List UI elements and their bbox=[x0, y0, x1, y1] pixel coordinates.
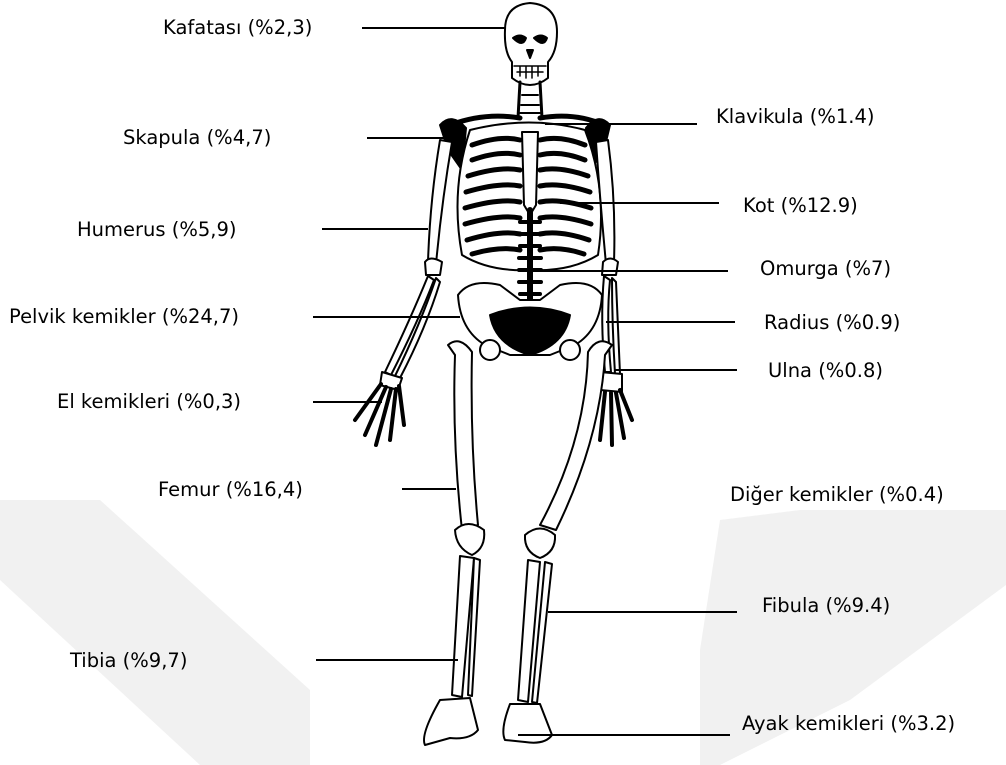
label-el: El kemikleri (%0,3) bbox=[57, 390, 241, 413]
label-ulna: Ulna (%0.8) bbox=[768, 359, 883, 382]
skull bbox=[505, 3, 557, 85]
label-femur: Femur (%16,4) bbox=[158, 478, 303, 501]
label-humerus: Humerus (%5,9) bbox=[77, 218, 237, 241]
label-ayak: Ayak kemikleri (%3.2) bbox=[742, 712, 955, 735]
label-kot: Kot (%12.9) bbox=[743, 194, 858, 217]
label-tibia: Tibia (%9,7) bbox=[69, 649, 187, 672]
label-omurga: Omurga (%7) bbox=[760, 257, 891, 280]
label-diger: Diğer kemikler (%0.4) bbox=[730, 483, 944, 506]
label-kafatasi: Kafatası (%2,3) bbox=[163, 16, 312, 39]
label-skapula: Skapula (%4,7) bbox=[123, 126, 271, 149]
label-klavikula: Klavikula (%1.4) bbox=[716, 105, 875, 128]
label-fibula: Fibula (%9.4) bbox=[762, 594, 890, 617]
legs bbox=[424, 341, 612, 745]
label-pelvik: Pelvik kemikler (%24,7) bbox=[9, 305, 239, 328]
label-radius: Radius (%0.9) bbox=[764, 311, 900, 334]
skeleton-illustration bbox=[355, 3, 632, 745]
